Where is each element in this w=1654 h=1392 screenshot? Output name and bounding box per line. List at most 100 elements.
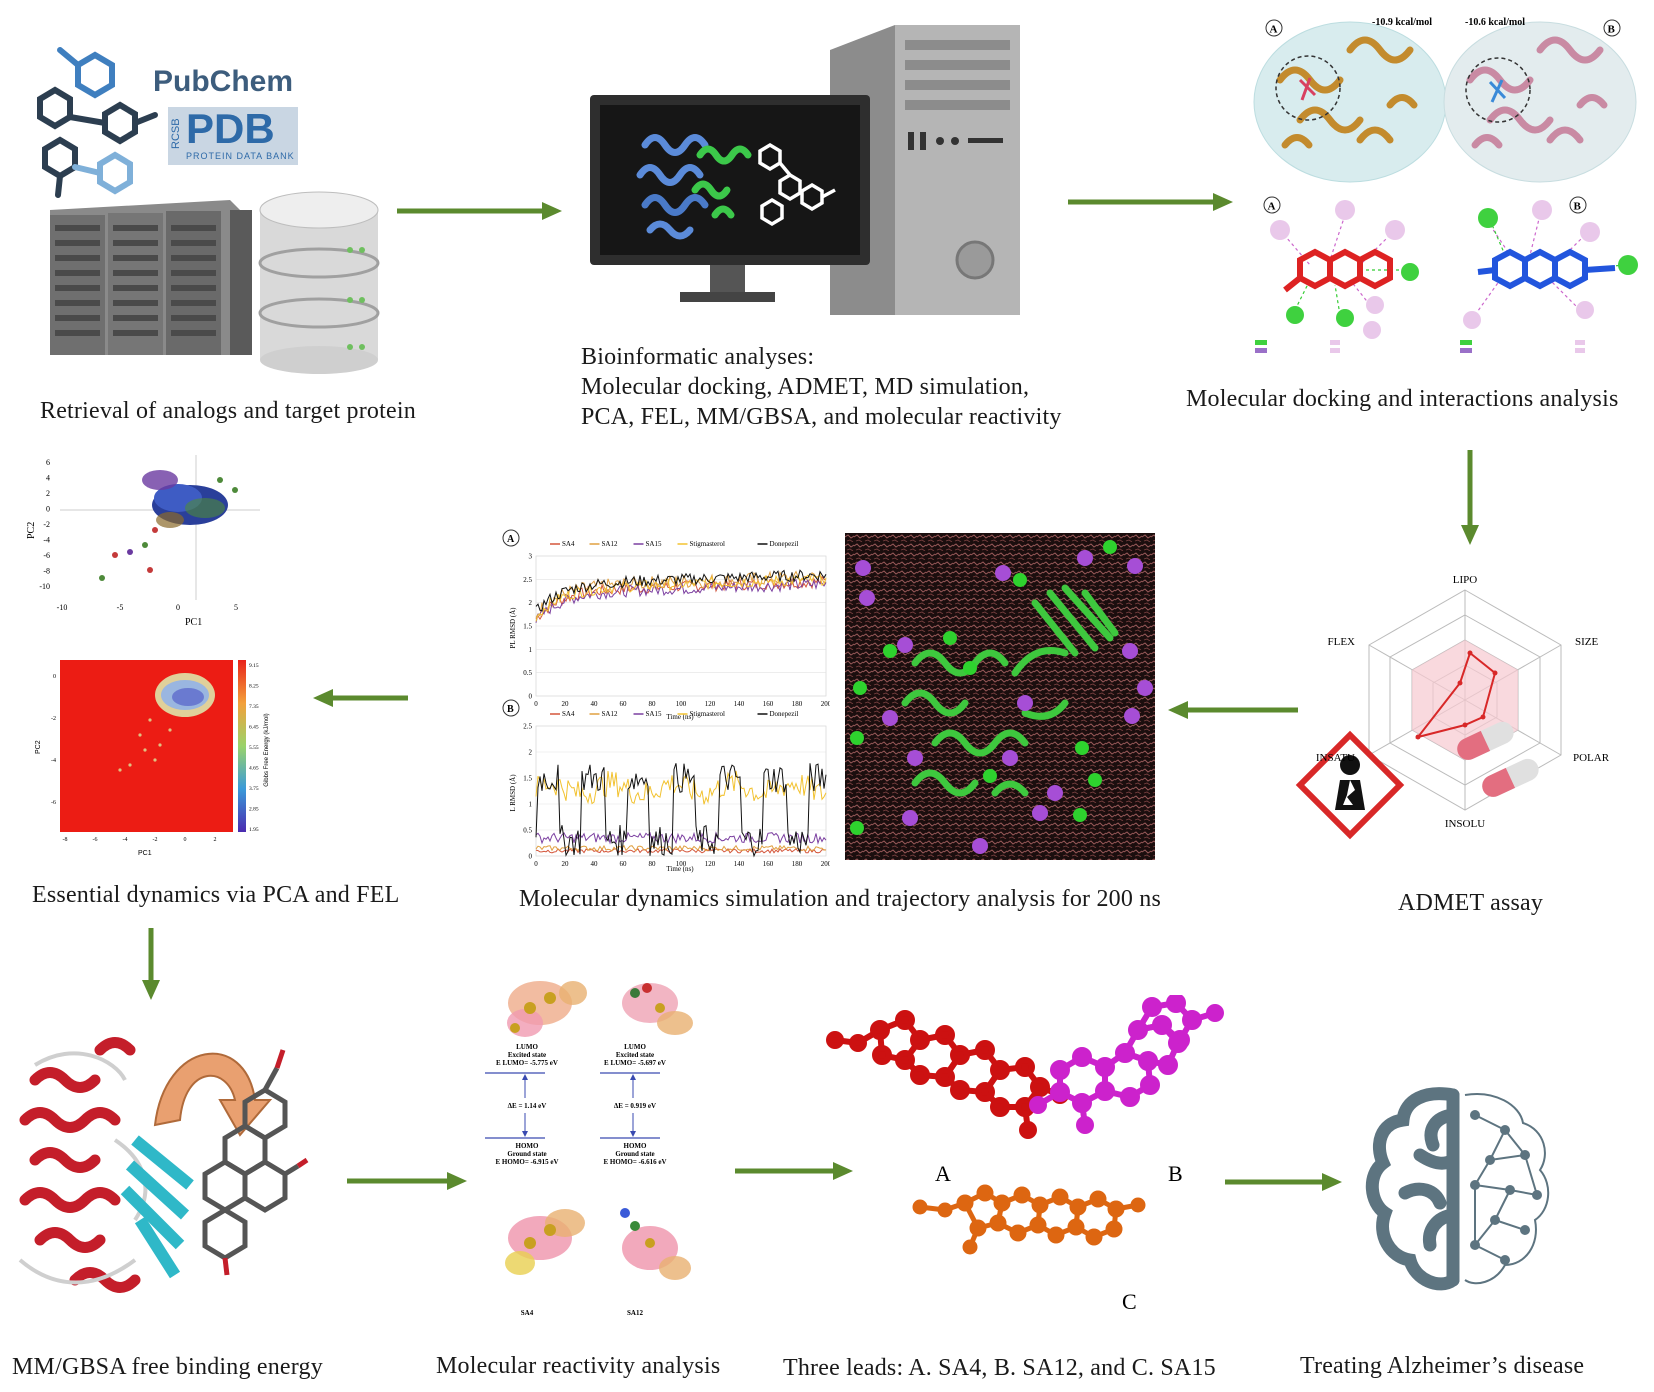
fel-cbar-tick: 1.95 xyxy=(249,827,259,833)
admet-caption: ADMET assay xyxy=(1398,890,1544,916)
pca-xtick: 5 xyxy=(234,603,238,612)
docking-label-a-top: A xyxy=(1270,24,1278,36)
md-legend-entry: Donepezil xyxy=(770,540,799,548)
leads-panel: A B C xyxy=(820,993,1240,1320)
docking-label-a-bottom: A xyxy=(1268,201,1276,213)
left-lumo-title: LUMO xyxy=(516,1043,538,1051)
md-a-ytick: 0 xyxy=(529,693,533,701)
essential-caption: Essential dynamics via PCA and FEL xyxy=(32,882,400,908)
pdb-text: PDB xyxy=(186,105,275,152)
md-a-xtick: 120 xyxy=(705,700,716,708)
fel-cbar-tick: 5.55 xyxy=(249,745,259,751)
radar-axis-label-insolu: INSOLU xyxy=(1445,818,1485,830)
md-legend-entry: SA4 xyxy=(562,540,575,548)
md-a-xtick: 160 xyxy=(763,700,774,708)
fel-xtick: 2 xyxy=(214,837,217,843)
pca-ytick: -4 xyxy=(43,536,50,545)
mmgbsa-caption: MM/GBSA free binding energy xyxy=(12,1354,323,1380)
left-lumo-energy: E LUMO= -5.775 eV xyxy=(496,1059,558,1067)
right-lumo-title: LUMO xyxy=(624,1043,646,1051)
pca-xtick: 0 xyxy=(176,603,180,612)
arrow-down-1 xyxy=(1461,450,1479,545)
pubchem-logo: PubChem xyxy=(153,65,294,98)
fel-svg: 9.158.257.356.455.554.653.752.851.95 -8-… xyxy=(35,660,270,857)
docking-label-b-top: B xyxy=(1608,24,1616,36)
arrow-left-1 xyxy=(313,689,408,707)
md-legend-entry: Stigmasterol xyxy=(690,540,725,548)
md-b-trace-sa4 xyxy=(535,847,827,854)
lead-b-molecule xyxy=(1029,993,1224,1134)
retrieval-caption: Retrieval of analogs and target protein xyxy=(40,398,416,424)
md-b-xtick: 140 xyxy=(734,860,745,868)
health-hazard-pictogram xyxy=(1295,730,1405,840)
rcsb-text: RCSB xyxy=(170,118,182,149)
md-legend-entry: SA12 xyxy=(602,710,618,718)
fel-cbar-tick: 4.65 xyxy=(249,766,259,772)
md-a-ytick: 2.5 xyxy=(523,576,532,584)
fel-cbar-tick: 3.75 xyxy=(249,786,259,792)
pca-ytick: -8 xyxy=(43,567,50,576)
fel-xtick: -6 xyxy=(93,837,98,843)
left-homo-energy: E HOMO= -6.915 eV xyxy=(495,1158,558,1166)
pca-ylabel: PC2 xyxy=(26,522,37,539)
fel-xlabel: PC1 xyxy=(138,850,152,857)
fel-ytick: -4 xyxy=(51,758,56,764)
right-gap: ΔE = 0.919 eV xyxy=(614,1102,656,1110)
md-ions xyxy=(850,540,1153,854)
alzheimer-caption: Treating Alzheimer’s disease xyxy=(1300,1353,1585,1379)
md-caption: Molecular dynamics simulation and trajec… xyxy=(519,886,1161,912)
md-b-trace-stigmasterol xyxy=(535,770,827,805)
md-a-trace-stigmasterol xyxy=(535,572,827,622)
md-b-xtick: 60 xyxy=(620,860,628,868)
brain-icon xyxy=(1365,1087,1550,1291)
interaction-map-a xyxy=(1255,200,1419,353)
pca-xtick: -10 xyxy=(57,603,68,612)
fel-cbar-tick: 2.85 xyxy=(249,807,259,813)
arrow-down-2 xyxy=(142,928,160,1000)
right-molecule-name: SA12 xyxy=(627,1309,643,1317)
radar-axis-label-insatu: INSATU xyxy=(1316,752,1355,764)
lumo-orbitals xyxy=(507,981,693,1037)
fel-ylabel: PC2 xyxy=(35,740,42,754)
md-a-ytick: 2 xyxy=(529,599,533,607)
md-plot-a-ylabel: PL RMSD (Å) xyxy=(509,607,517,649)
binding-arrow xyxy=(153,1052,273,1137)
md-a-xtick: 200 xyxy=(821,700,830,708)
md-a-xtick: 20 xyxy=(562,700,570,708)
right-lumo-state: Excited state xyxy=(616,1051,654,1059)
md-plot-b-xlabel: Time (ns) xyxy=(666,865,694,873)
left-gap: ΔE = 1.14 eV xyxy=(508,1102,547,1110)
md-a-xtick: 40 xyxy=(591,700,599,708)
retrieval-panel: PubChem RCSB PDB PROTEIN DATA BANK xyxy=(30,35,450,375)
mmgbsa-panel xyxy=(15,1020,320,1320)
docking-panel: A B A B -10.9 kcal/mol -10.6 kcal/mol xyxy=(1240,10,1650,365)
fel-cbar-tick: 9.15 xyxy=(249,663,259,669)
docking-energy-b: -10.6 kcal/mol xyxy=(1465,17,1525,28)
lead-c-label: C xyxy=(1122,1289,1137,1314)
md-a-xtick: 0 xyxy=(534,700,538,708)
lead-a-label: A xyxy=(935,1161,951,1186)
reactivity-caption: Molecular reactivity analysis xyxy=(436,1353,721,1379)
pdb-subtext: PROTEIN DATA BANK xyxy=(186,151,295,161)
md-a-xtick: 80 xyxy=(649,700,657,708)
docking-energy-a: -10.9 kcal/mol xyxy=(1372,17,1432,28)
left-molecule-name: SA4 xyxy=(521,1309,534,1317)
fel-xtick: 0 xyxy=(184,837,187,843)
md-b-xtick: 180 xyxy=(792,860,803,868)
md-b-xtick: 80 xyxy=(649,860,657,868)
left-lumo-state: Excited state xyxy=(508,1051,546,1059)
md-a-xtick: 180 xyxy=(792,700,803,708)
fel-ytick: 0 xyxy=(53,674,56,680)
md-b-xtick: 200 xyxy=(821,860,830,868)
pca-ytick: 2 xyxy=(46,489,50,498)
computer-illustration xyxy=(590,25,1020,315)
arrow-right-3 xyxy=(347,1172,467,1190)
fel-xtick: -8 xyxy=(63,837,68,843)
radar-axis-label-flex: FLEX xyxy=(1328,636,1356,648)
fel-cbar-tick: 8.25 xyxy=(249,684,259,690)
md-b-xtick: 120 xyxy=(705,860,716,868)
